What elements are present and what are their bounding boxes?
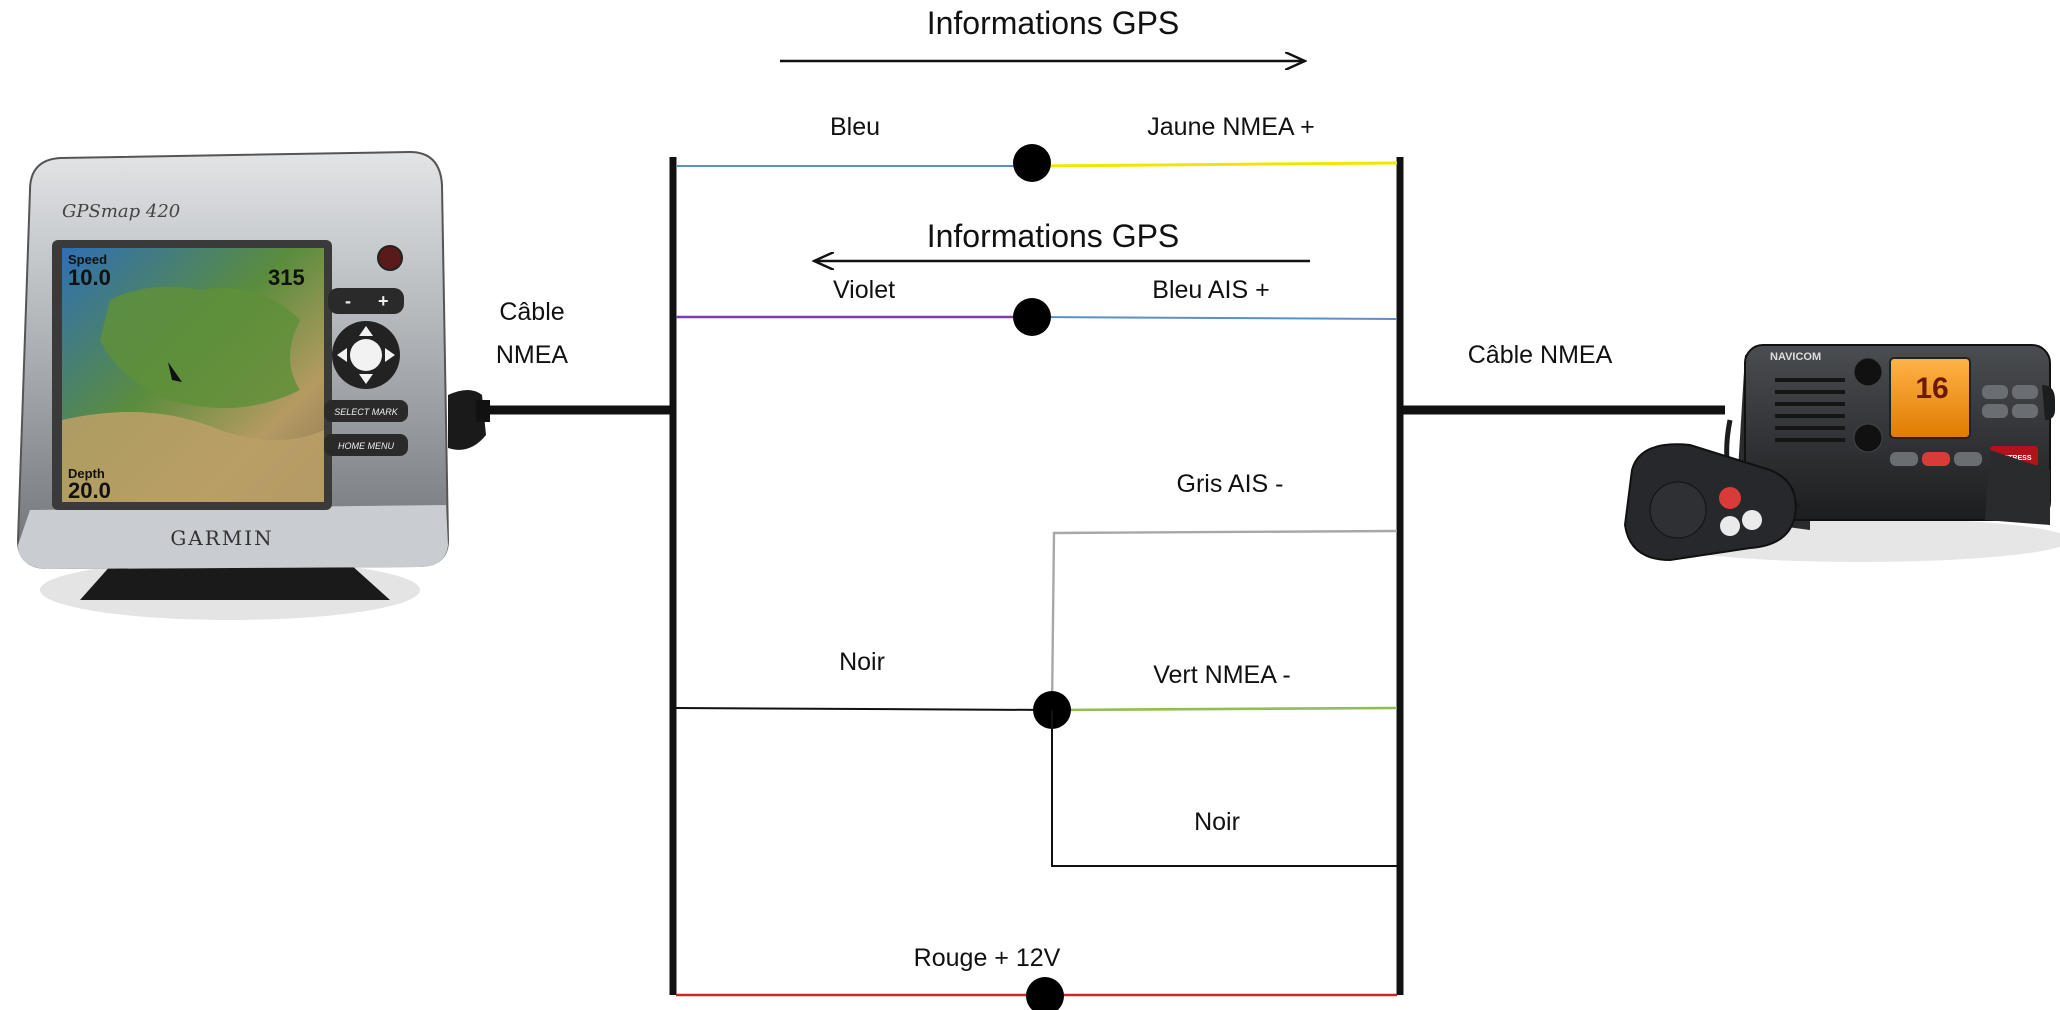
gps-info-middle-label: Informations GPS [927,218,1180,254]
junction-dot-1 [1013,144,1051,182]
wire-label-noir-left: Noir [839,648,885,676]
gps-zoom-rocker [328,288,404,314]
gps-course-value: 315 [268,265,305,290]
vhf-key-6 [1954,452,1982,466]
wire-label-rouge-12v: Rouge + 12V [914,944,1061,972]
gps-info-top-label: Informations GPS [927,5,1180,41]
gps-zoom-plus: + [378,291,389,311]
gps-speed-label: Speed [68,252,107,267]
wire-noir-right [1051,710,1397,867]
vhf-brand-text: NAVICOM [1770,351,1821,363]
gps-zoom-minus: - [345,291,351,311]
gps-map-land [100,286,300,408]
gps-brand-text: GARMIN [170,526,273,550]
vhf-mic-button-2 [1720,516,1740,536]
cable-label-left-line2: NMEA [496,341,569,369]
vhf-mount-bracket [1985,450,2050,525]
wire-label-jaune-nmea-plus: Jaune NMEA + [1147,113,1314,141]
vhf-side-knob [2042,385,2055,420]
gps-select-mark-button [324,400,408,422]
cable-label-right: Câble NMEA [1468,341,1613,369]
vhf-mic-button-1 [1742,510,1762,530]
gps-home-menu-text: HOME MENU [338,441,395,451]
wire-label-noir-right: Noir [1194,808,1240,836]
wire-label-vert-nmea-minus: Vert NMEA - [1153,661,1291,689]
gps-bottom-trim [18,505,448,569]
vhf-mic-speaker [1649,481,1707,539]
gps-depth-label: Depth [68,466,105,481]
wire-label-gris-ais-minus: Gris AIS - [1177,470,1284,498]
gps-depth-value: 20.0 [68,478,111,503]
wire-label-violet: Violet [833,276,895,304]
gps-device: GPSmap 420 Speed 10.0 315 Depth 20.0 - +… [16,150,490,620]
junction-dot-2 [1013,298,1051,336]
vhf-key-16 [1922,452,1950,466]
vhf-mic-red-button [1719,487,1741,509]
gps-dpad-center [350,339,382,371]
vhf-speaker-grille [1775,378,1845,442]
wire-vert-nmea-minus [1051,706,1398,712]
wire-label-bleu-ais-plus: Bleu AIS + [1152,276,1269,304]
wire-gris-ais-minus [1050,529,1398,709]
gps-position-arrow-icon [168,362,182,382]
gps-cable-plug [476,400,490,422]
vhf-key-3 [1982,404,2008,418]
gps-power-icon [377,245,403,271]
gps-model-text: GPSmap 420 [62,201,180,222]
wire-bleu-ais-plus [1031,316,1398,320]
vhf-volume-knob [1853,357,1883,387]
gps-speed-value: 10.0 [68,265,111,290]
vhf-channel-value: 16 [1915,372,1948,405]
vhf-radio-device: NAVICOM 16 DISTRESS [1623,344,2060,562]
wire-noir-left [675,707,1053,711]
gps-map-desert [62,412,324,502]
vhf-key-2 [2012,385,2038,399]
vhf-squelch-knob [1853,423,1883,453]
junction-dot-4 [1026,977,1064,1010]
wire-label-bleu: Bleu [830,113,880,141]
vhf-key-1 [1982,385,2008,399]
vhf-key-4 [2012,404,2038,418]
cable-label-left-line1: Câble [499,298,564,326]
wire-jaune-nmea-plus [1031,161,1398,168]
gps-home-menu-button [324,434,408,456]
vhf-display [1889,357,1971,439]
gps-select-mark-text: SELECT MARK [334,407,399,417]
vhf-key-5 [1890,452,1918,466]
